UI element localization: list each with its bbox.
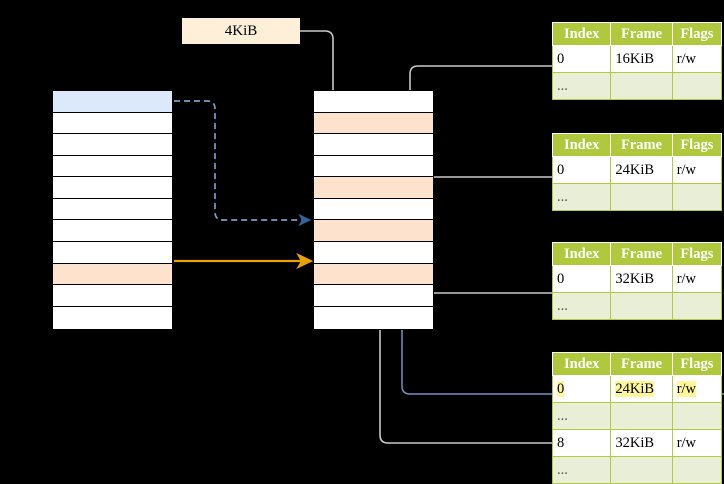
page-table-1-cell-frame: [610, 72, 673, 100]
wire-table4row8-to-physical: [374, 272, 552, 444]
physical-cell-row-3: [314, 155, 433, 178]
physical-cell-row-8: [314, 263, 433, 286]
physical-cell-row-5: [314, 198, 433, 221]
highlighted-value: 0: [557, 380, 565, 397]
wire-virtual-to-physical-dashed: [174, 100, 312, 227]
page-table-1-header-frame: Frame: [610, 22, 673, 46]
page-table-3-cell-index: 0: [551, 265, 612, 293]
physical-cell-row-4: [314, 177, 433, 199]
virtual-cell-row-5: [53, 198, 172, 221]
wire-table2-to-physical: [418, 176, 552, 218]
page-table-1-header-index: Index: [551, 22, 612, 46]
page-table-3-header-index: Index: [551, 242, 612, 266]
page-table-4-cell-index: 0: [551, 375, 612, 403]
page-table-4-cell-flags: r/w: [671, 375, 723, 403]
page-table-4-row[interactable]: 0 24KiB r/w: [551, 375, 723, 403]
page-table-4-header-index: Index: [551, 352, 612, 376]
page-table-2-cell-frame: [610, 183, 673, 211]
page-table-3-cell-index: ...: [551, 292, 612, 320]
highlighted-value: r/w: [676, 380, 697, 397]
page-table-1-cell-frame: 16KiB: [610, 45, 673, 73]
physical-memory-column: [313, 90, 434, 330]
page-table-3-header-frame: Frame: [610, 242, 673, 266]
page-table-3-cell-frame: 32KiB: [610, 265, 673, 293]
virtual-cell-row-4: [53, 177, 172, 199]
virtual-address-column: [52, 90, 173, 330]
page-table-4-cell-index: ...: [551, 402, 612, 430]
page-table-3-cell-flags: [671, 292, 723, 320]
virtual-cell-row-0: [53, 91, 172, 113]
page-table-2-cell-index: 0: [551, 156, 612, 184]
wire-size-to-physical: [300, 30, 339, 112]
page-table-4-cell-flags: [671, 456, 723, 484]
page-table-2-cell-flags: [671, 183, 723, 211]
physical-cell-row-9: [314, 285, 433, 307]
page-table-2-row[interactable]: ...: [551, 183, 723, 211]
physical-cell-row-10: [314, 306, 433, 329]
page-table-4-cell-frame: [610, 402, 673, 430]
page-table-2-header-index: Index: [551, 133, 612, 157]
virtual-cell-row-3: [53, 155, 172, 178]
page-table-2-cell-index: ...: [551, 183, 612, 211]
page-table-3-cell-frame: [610, 292, 673, 320]
physical-cell-row-6: [314, 220, 433, 242]
page-table-2-header-flags: Flags: [671, 133, 723, 157]
virtual-cell-row-8: [53, 263, 172, 286]
page-table-4-header-flags: Flags: [671, 352, 723, 376]
physical-cell-row-0: [314, 91, 433, 113]
physical-cell-row-7: [314, 241, 433, 264]
size-label-4kib: 4KiB: [182, 18, 300, 44]
wire-table1-to-physical: [404, 65, 552, 186]
highlighted-value: 24KiB: [615, 380, 655, 397]
page-table-2-cell-flags: r/w: [671, 156, 723, 184]
virtual-cell-row-10: [53, 306, 172, 329]
wire-table4-to-physical-blue: [396, 217, 724, 395]
page-table-4-cell-index: 8: [551, 429, 612, 457]
page-table-1-cell-flags: [671, 72, 723, 100]
page-table-3-header-flags: Flags: [671, 242, 723, 266]
physical-cell-row-1: [314, 112, 433, 135]
page-table-2-header-frame: Frame: [610, 133, 673, 157]
page-table-4-cell-flags: r/w: [671, 429, 723, 457]
page-table-1-cell-flags: r/w: [671, 45, 723, 73]
page-table-1-cell-index: ...: [551, 72, 612, 100]
page-table-4-row[interactable]: ...: [551, 456, 723, 484]
page-table-4-row[interactable]: ...: [551, 402, 723, 430]
page-table-2-cell-frame: 24KiB: [610, 156, 673, 184]
page-table-4-cell-frame: 32KiB: [610, 429, 673, 457]
page-table-3-row[interactable]: ...: [551, 292, 723, 320]
page-table-4-cell-frame: 24KiB: [610, 375, 673, 403]
page-table-1-header-flags: Flags: [671, 22, 723, 46]
page-table-1-cell-index: 0: [551, 45, 612, 73]
physical-cell-row-2: [314, 134, 433, 156]
virtual-cell-row-7: [53, 241, 172, 264]
page-table-1-row[interactable]: ...: [551, 72, 723, 100]
virtual-cell-row-9: [53, 285, 172, 307]
virtual-cell-row-1: [53, 112, 172, 135]
page-table-4-cell-flags: [671, 402, 723, 430]
page-table-3-cell-flags: r/w: [671, 265, 723, 293]
virtual-cell-row-6: [53, 220, 172, 242]
page-table-4-cell-index: ...: [551, 456, 612, 484]
page-table-4-header-frame: Frame: [610, 352, 673, 376]
virtual-cell-row-2: [53, 134, 172, 156]
page-table-4-cell-frame: [610, 456, 673, 484]
